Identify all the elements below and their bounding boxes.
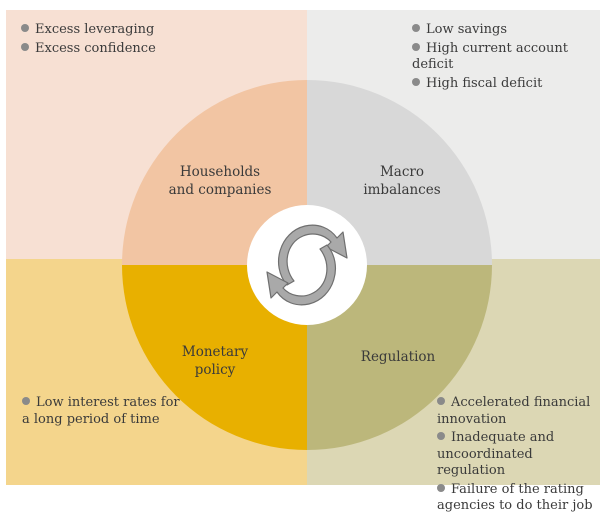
households-segment (122, 80, 307, 265)
list-item: High fiscal deficit (412, 76, 596, 93)
cycle-arrows-icon (266, 224, 348, 306)
regulation-bullets: Accelerated financial innovation Inadequ… (437, 395, 597, 517)
monetary-segment (122, 265, 307, 450)
households-label-line1: Households (179, 164, 261, 180)
bullet-icon (437, 397, 445, 405)
monetary-label-line2: policy (194, 362, 236, 378)
list-item: Low savings (412, 22, 596, 39)
list-item: Inadequate and uncoordinated regulation (437, 430, 555, 478)
macro-label-line2: imbalances (363, 182, 441, 198)
macro-segment (307, 80, 492, 265)
list-item: Failure of the rating agencies to do the… (437, 481, 593, 513)
list-item: Excess leveraging (21, 22, 281, 39)
monetary-bullets: Low interest rates for a long period of … (22, 395, 182, 430)
households-label-line2: and companies (168, 182, 272, 198)
macro-label-line1: Macro (379, 164, 424, 180)
macro-label: Macro imbalances (332, 163, 472, 199)
monetary-label-line1: Monetary (181, 344, 249, 360)
list-item: Excess confidence (21, 41, 281, 58)
regulation-label-line1: Regulation (360, 349, 436, 365)
regulation-segment (307, 265, 492, 450)
bullet-icon (21, 42, 29, 51)
regulation-label: Regulation (328, 348, 468, 366)
macro-bullets: Low savings High current account deficit… (412, 22, 596, 94)
bullet-icon (22, 397, 30, 405)
bullet-icon (437, 432, 445, 440)
households-label: Households and companies (150, 163, 290, 199)
bullet-icon (412, 42, 420, 51)
households-bullets: Excess leveraging Excess confidence (21, 22, 281, 59)
bullet-icon (21, 24, 29, 32)
bullet-icon (412, 24, 420, 32)
center-disc (247, 205, 367, 325)
monetary-label: Monetary policy (145, 343, 285, 379)
bullet-icon (412, 77, 420, 86)
bullet-icon (437, 483, 445, 492)
list-item: High current account deficit (412, 40, 568, 72)
list-item: Low interest rates for a long period of … (22, 395, 180, 427)
list-item: Accelerated financial innovation (437, 395, 591, 427)
